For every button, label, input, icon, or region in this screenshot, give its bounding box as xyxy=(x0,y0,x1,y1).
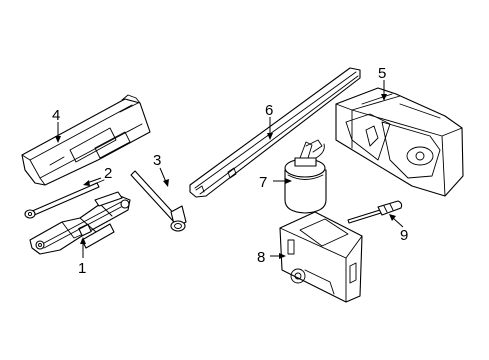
screwdriver xyxy=(347,200,403,224)
tool-tray xyxy=(21,94,151,186)
leader-line-3 xyxy=(159,167,167,183)
arrowhead-4 xyxy=(55,136,61,143)
arrowhead-5 xyxy=(381,94,387,101)
lug-wrench xyxy=(130,170,187,232)
arrowhead-2 xyxy=(83,180,90,186)
extension-bar xyxy=(189,67,361,198)
arrowhead-3 xyxy=(163,179,169,187)
callout-7: 7 xyxy=(259,174,267,191)
callout-8: 8 xyxy=(257,249,265,266)
callout-2: 2 xyxy=(104,165,112,182)
callouts: 4 2 1 3 6 5 7 8 9 xyxy=(52,65,408,277)
arrowhead-6 xyxy=(267,133,273,140)
sealant-bottle xyxy=(284,139,327,214)
scissor-jack xyxy=(29,191,131,255)
compressor xyxy=(279,211,363,303)
arrowhead-8 xyxy=(279,253,286,259)
arrowhead-9 xyxy=(389,214,396,221)
callout-1: 1 xyxy=(78,260,86,277)
arrowhead-1 xyxy=(80,237,86,244)
leader-line-9 xyxy=(392,217,404,228)
callout-5: 5 xyxy=(378,65,386,82)
callout-9: 9 xyxy=(400,227,408,244)
callout-4: 4 xyxy=(52,107,60,124)
spare-tire-foam-holder xyxy=(335,87,464,197)
callout-3: 3 xyxy=(153,152,161,169)
arrowhead-7 xyxy=(285,178,292,184)
jack-handle xyxy=(24,179,105,219)
callout-6: 6 xyxy=(265,102,273,119)
leader-arrowheads xyxy=(55,94,396,259)
